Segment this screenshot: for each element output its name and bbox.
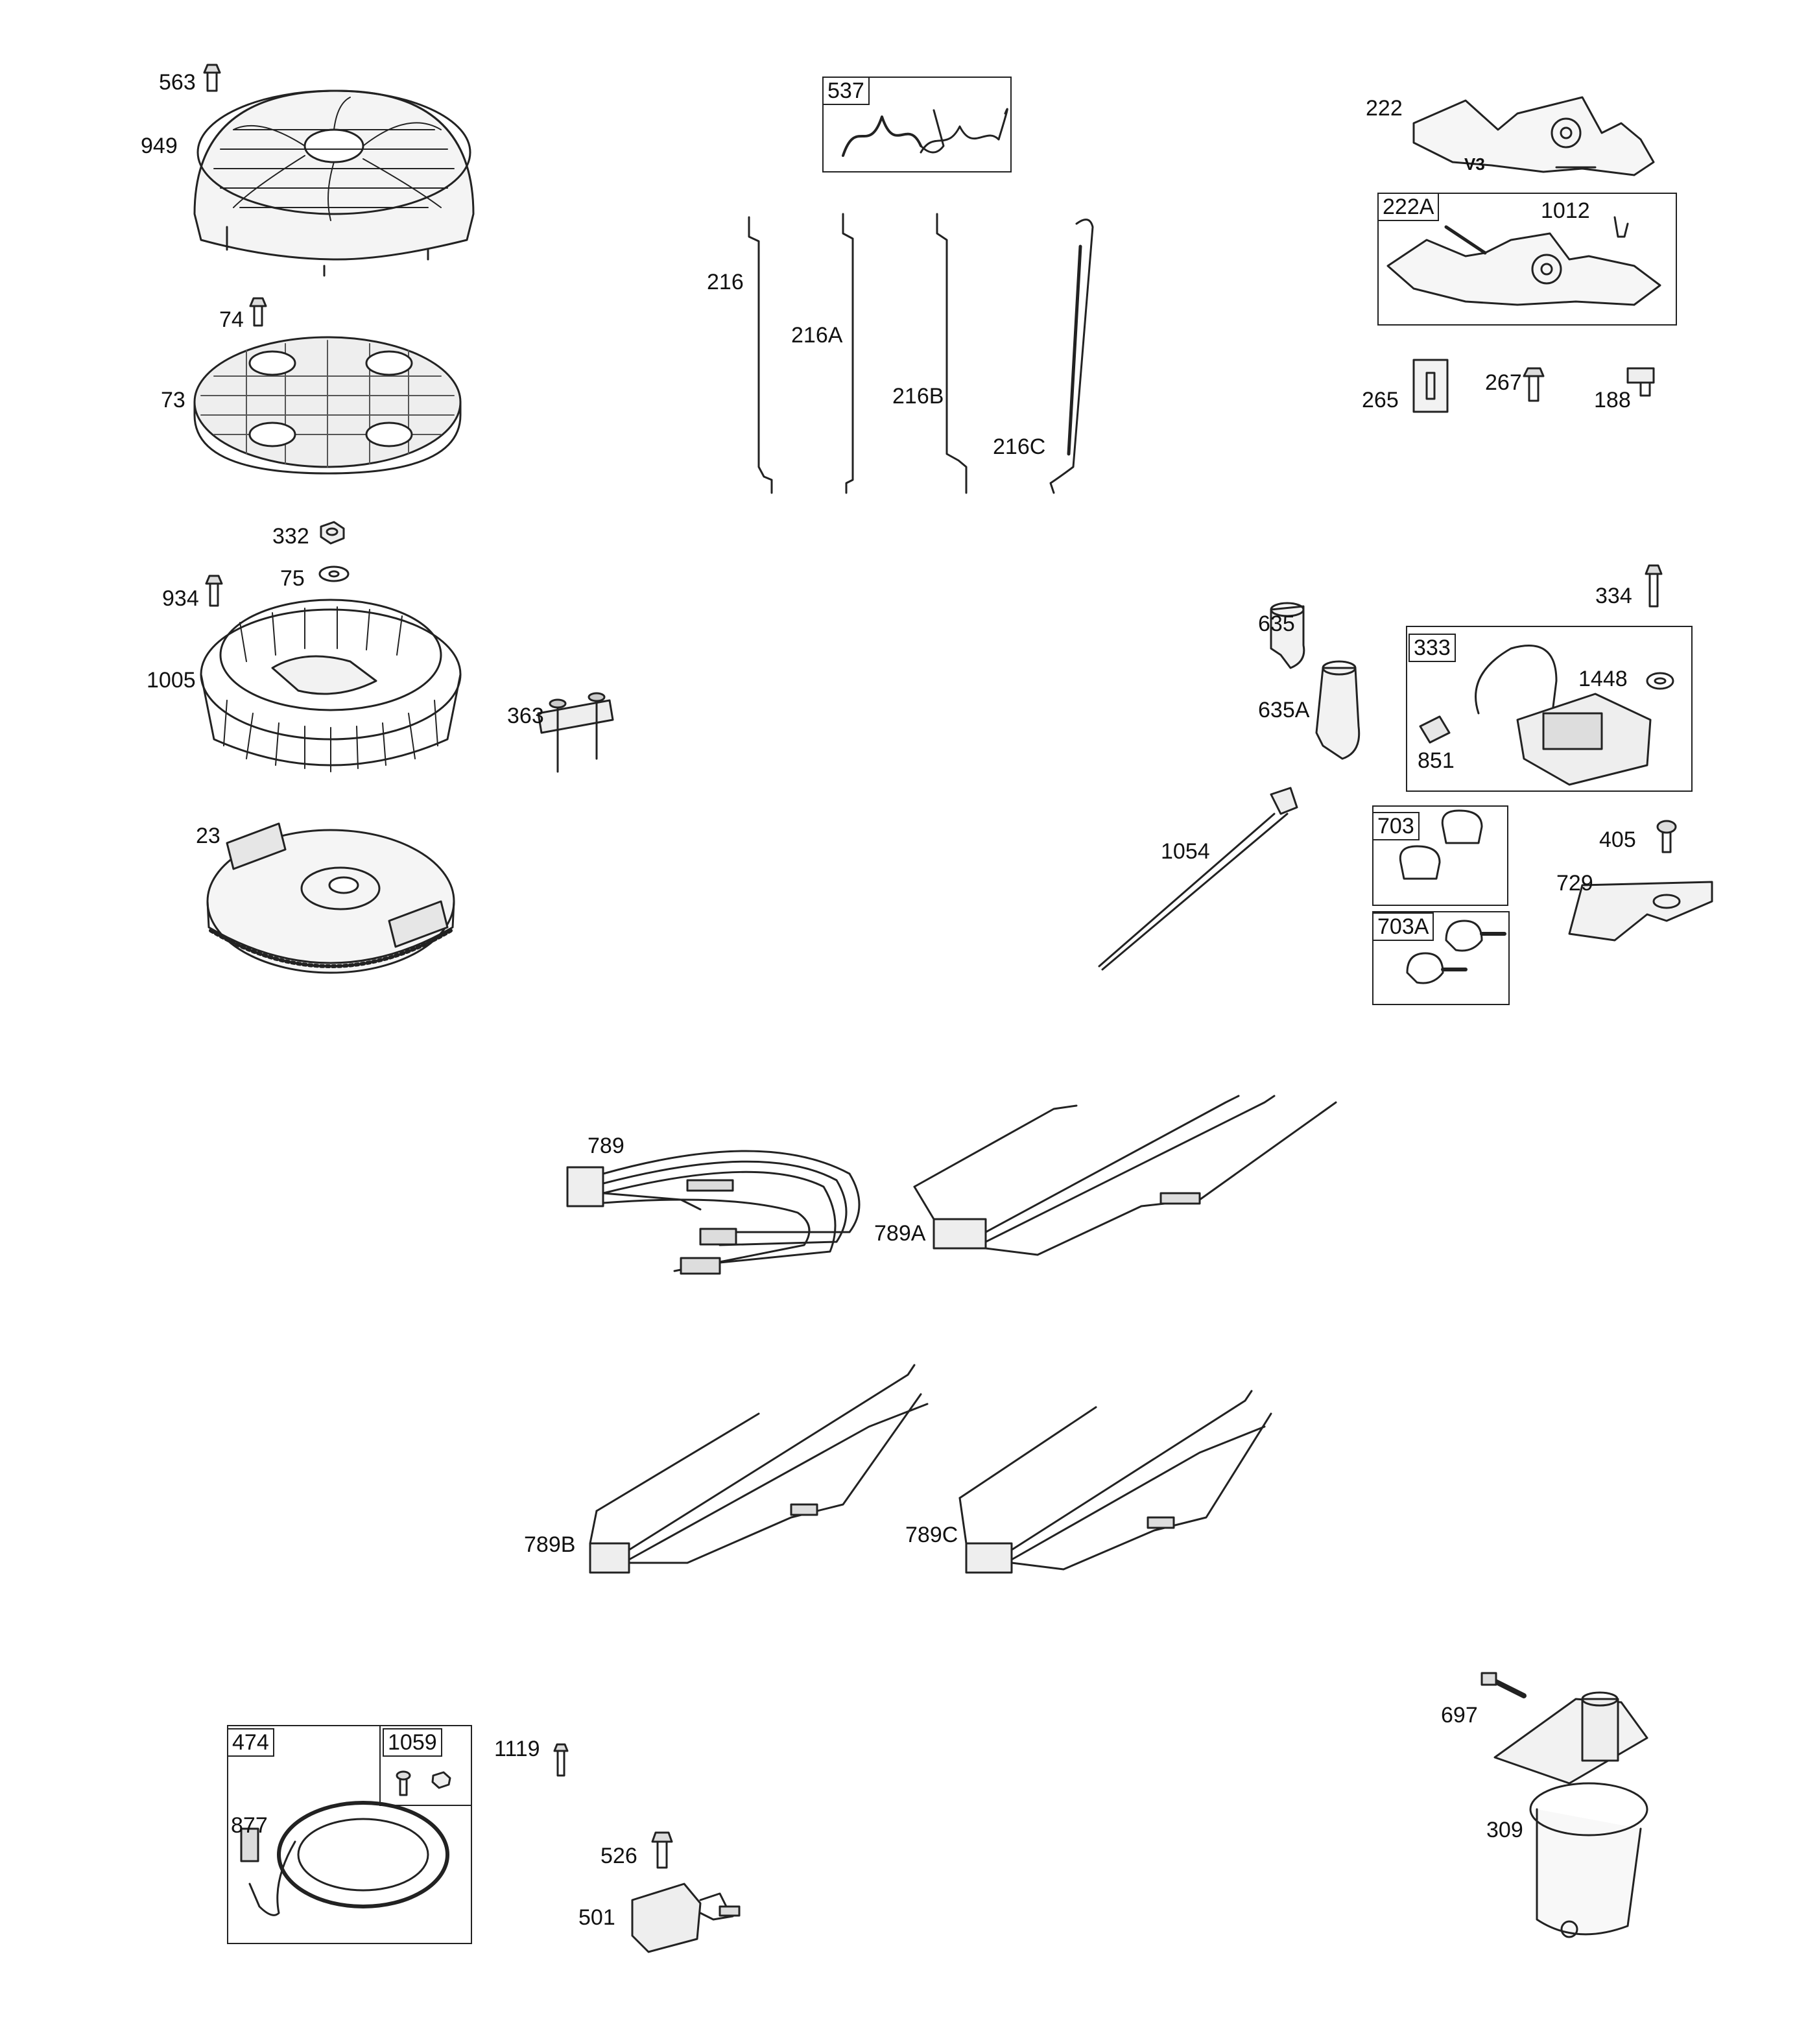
label-1012: 1012 xyxy=(1541,198,1590,223)
box-537-frame xyxy=(822,77,1012,172)
label-216: 216 xyxy=(707,270,744,294)
regulator-501-part xyxy=(631,1883,741,1953)
label-188: 188 xyxy=(1594,388,1631,412)
screw-405-part xyxy=(1656,820,1677,853)
wiring-harness-789-part xyxy=(566,1150,861,1275)
screw-934-part xyxy=(205,575,223,607)
wiring-harness-789c-part xyxy=(958,1390,1272,1574)
bracket-363-part xyxy=(537,692,614,773)
starter-motor-309-part xyxy=(1493,1691,1648,1938)
label-526: 526 xyxy=(600,1844,637,1868)
flywheel-fan-part xyxy=(200,599,462,772)
screw-526-part xyxy=(651,1831,673,1869)
label-563: 563 xyxy=(159,70,196,95)
nut-332-part xyxy=(320,521,345,545)
label-332: 332 xyxy=(272,524,309,549)
label-1054: 1054 xyxy=(1161,839,1210,864)
flywheel-part xyxy=(206,822,455,974)
plug-188-part xyxy=(1626,367,1655,397)
box-703-frame xyxy=(1372,805,1508,906)
plate-265-part xyxy=(1412,359,1449,413)
label-789b: 789B xyxy=(524,1532,576,1557)
label-697: 697 xyxy=(1441,1703,1478,1728)
label-949: 949 xyxy=(141,134,178,158)
screw-74-part xyxy=(249,297,267,327)
label-333: 333 xyxy=(1409,634,1456,662)
governor-control-222-part xyxy=(1412,96,1655,176)
clamp-703a-part xyxy=(1406,920,1506,984)
label-1448: 1448 xyxy=(1578,667,1628,691)
hardware-1059-part xyxy=(396,1770,451,1796)
clamp-703-part xyxy=(1399,809,1483,880)
wiring-harness-789a-part xyxy=(913,1095,1337,1256)
label-222: 222 xyxy=(1366,96,1403,121)
screw-267-part xyxy=(1523,367,1545,402)
washer-1448-part xyxy=(1646,672,1674,690)
rotating-screen-part xyxy=(193,336,462,475)
label-216c: 216C xyxy=(993,434,1046,459)
label-265: 265 xyxy=(1362,388,1399,412)
box-333-frame xyxy=(1406,626,1693,792)
spark-plug-boot-635-part xyxy=(1270,602,1305,669)
label-703a: 703A xyxy=(1372,912,1434,941)
label-537: 537 xyxy=(822,77,870,105)
label-75: 75 xyxy=(280,566,305,591)
label-363: 363 xyxy=(507,704,544,728)
label-74: 74 xyxy=(219,307,244,332)
blower-housing-screen-part xyxy=(193,89,475,277)
wiring-harness-789b-part xyxy=(589,1364,929,1574)
label-934: 934 xyxy=(162,586,199,611)
label-309: 309 xyxy=(1486,1818,1523,1842)
ignition-armature-333-part xyxy=(1419,645,1652,786)
label-789: 789 xyxy=(588,1134,624,1158)
label-267: 267 xyxy=(1485,370,1522,395)
governor-rods-part xyxy=(748,213,1094,494)
label-334: 334 xyxy=(1595,584,1632,608)
label-789c: 789C xyxy=(905,1523,958,1547)
label-216a: 216A xyxy=(791,323,843,348)
box-474-frame xyxy=(227,1725,472,1944)
label-474: 474 xyxy=(227,1728,274,1757)
screw-697-part xyxy=(1480,1672,1527,1698)
label-222a: 222A xyxy=(1377,193,1440,221)
screw-563-part xyxy=(203,64,221,92)
label-1059: 1059 xyxy=(383,1728,442,1757)
label-1005: 1005 xyxy=(147,668,196,693)
label-405: 405 xyxy=(1599,827,1636,852)
spark-plug-boot-635a-part xyxy=(1315,660,1361,760)
governor-control-222a-part xyxy=(1386,216,1661,306)
label-635a: 635A xyxy=(1258,698,1310,722)
washer-75-part xyxy=(318,565,350,582)
label-501: 501 xyxy=(578,1905,615,1930)
label-73: 73 xyxy=(161,388,185,412)
box-1059-frame xyxy=(379,1725,472,1806)
label-729: 729 xyxy=(1556,871,1593,896)
label-851: 851 xyxy=(1418,748,1455,773)
v3-marking: V3 xyxy=(1464,154,1485,174)
cable-tie-1054-part xyxy=(1098,787,1298,971)
label-1119: 1119 xyxy=(494,1737,540,1761)
label-703: 703 xyxy=(1372,812,1420,840)
label-635: 635 xyxy=(1258,612,1295,636)
shield-729-part xyxy=(1568,881,1713,942)
label-23: 23 xyxy=(196,824,220,848)
screw-334-part xyxy=(1645,564,1663,608)
spring-537-part xyxy=(842,108,1008,157)
box-222a-frame xyxy=(1377,193,1677,326)
label-789a: 789A xyxy=(874,1221,926,1246)
label-216b: 216B xyxy=(892,384,944,409)
alternator-877-part xyxy=(240,1801,449,1916)
box-703a-frame xyxy=(1372,911,1510,1005)
label-877: 877 xyxy=(231,1813,268,1838)
screw-1119-part xyxy=(553,1743,569,1777)
